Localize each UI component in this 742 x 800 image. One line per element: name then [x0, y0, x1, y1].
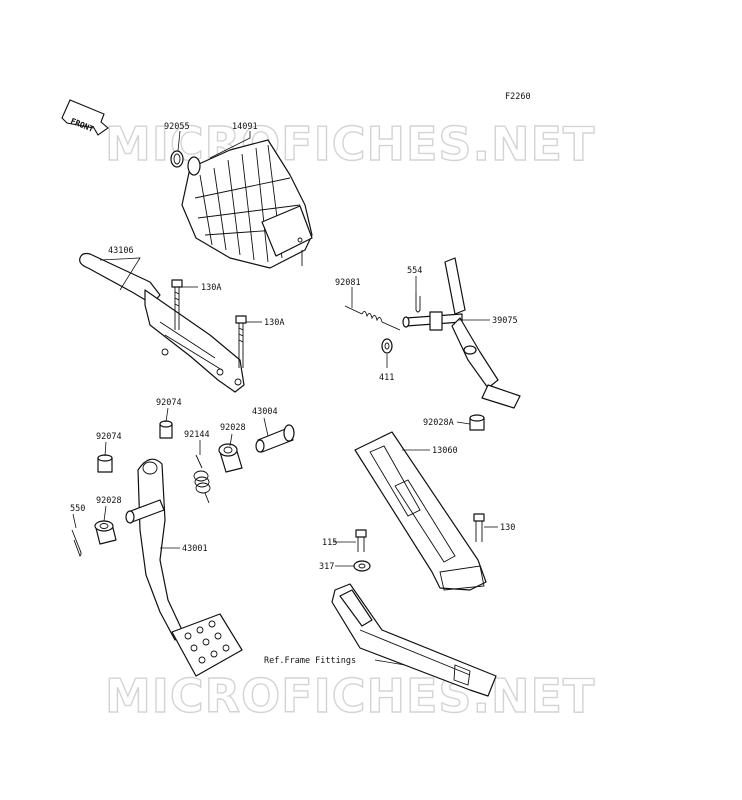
pin-shaft-43004 [255, 424, 295, 453]
callout-14091: 14091 [232, 122, 258, 132]
callout-317: 317 [319, 562, 334, 572]
callout-130a-2: 130A [264, 318, 284, 328]
callout-92055: 92055 [164, 122, 190, 132]
frame-fitting [331, 583, 497, 697]
callout-ref-frame-fittings: Ref.Frame Fittings [264, 656, 356, 666]
callout-550: 550 [70, 504, 85, 514]
callout-92144: 92144 [184, 430, 210, 440]
callout-130: 130 [500, 523, 515, 533]
bolt-130a-upper [171, 279, 183, 330]
oring-92055 [170, 150, 184, 168]
callout-labels: 92055 14091 43106 130A 130A 92081 554 39… [70, 122, 518, 666]
bushing-92028a [469, 414, 485, 431]
callout-43004: 43004 [252, 407, 278, 417]
callout-92028a: 92028A [423, 418, 454, 428]
callout-92028-b: 92028 [96, 496, 122, 506]
cotter-pin-554 [415, 292, 421, 313]
callout-92028-a: 92028 [220, 423, 246, 433]
watermark-bottom: MICROFICHES.NET [105, 669, 595, 723]
nut-317 [353, 560, 371, 572]
callout-130a-1: 130A [201, 283, 221, 293]
cover-boot-14091 [181, 139, 313, 269]
front-arrow-icon: FRONT [61, 99, 109, 136]
stopper-92074-upper [159, 420, 173, 439]
collar-92028-upper [218, 443, 243, 473]
cotter-pin-550 [71, 529, 82, 557]
washer-411 [381, 338, 393, 354]
brake-pedal-43001 [125, 458, 243, 677]
callout-92081: 92081 [335, 278, 361, 288]
torsion-spring-92144 [193, 454, 211, 504]
callout-13060: 13060 [432, 446, 458, 456]
callout-43106: 43106 [108, 246, 134, 256]
leader-lines [72, 130, 498, 666]
callout-92074-a: 92074 [156, 398, 182, 408]
collar-92028-lower [94, 520, 117, 545]
bolt-130 [473, 513, 485, 542]
callout-43001: 43001 [182, 544, 208, 554]
bolt-115 [355, 529, 367, 552]
figure-code: F2260 [505, 92, 531, 102]
bolt-130a-lower [235, 315, 247, 368]
callout-411: 411 [379, 373, 394, 383]
hand-lever-43106 [79, 252, 245, 393]
plate-13060 [354, 431, 487, 591]
callout-554: 554 [407, 266, 422, 276]
shaft-39075 [402, 257, 521, 409]
watermark-top: MICROFICHES.NET [105, 117, 595, 171]
callout-39075: 39075 [492, 316, 518, 326]
stopper-92074-lower [97, 454, 113, 473]
callout-115: 115 [322, 538, 337, 548]
callout-92074-b: 92074 [96, 432, 122, 442]
spring-92081 [344, 305, 401, 331]
